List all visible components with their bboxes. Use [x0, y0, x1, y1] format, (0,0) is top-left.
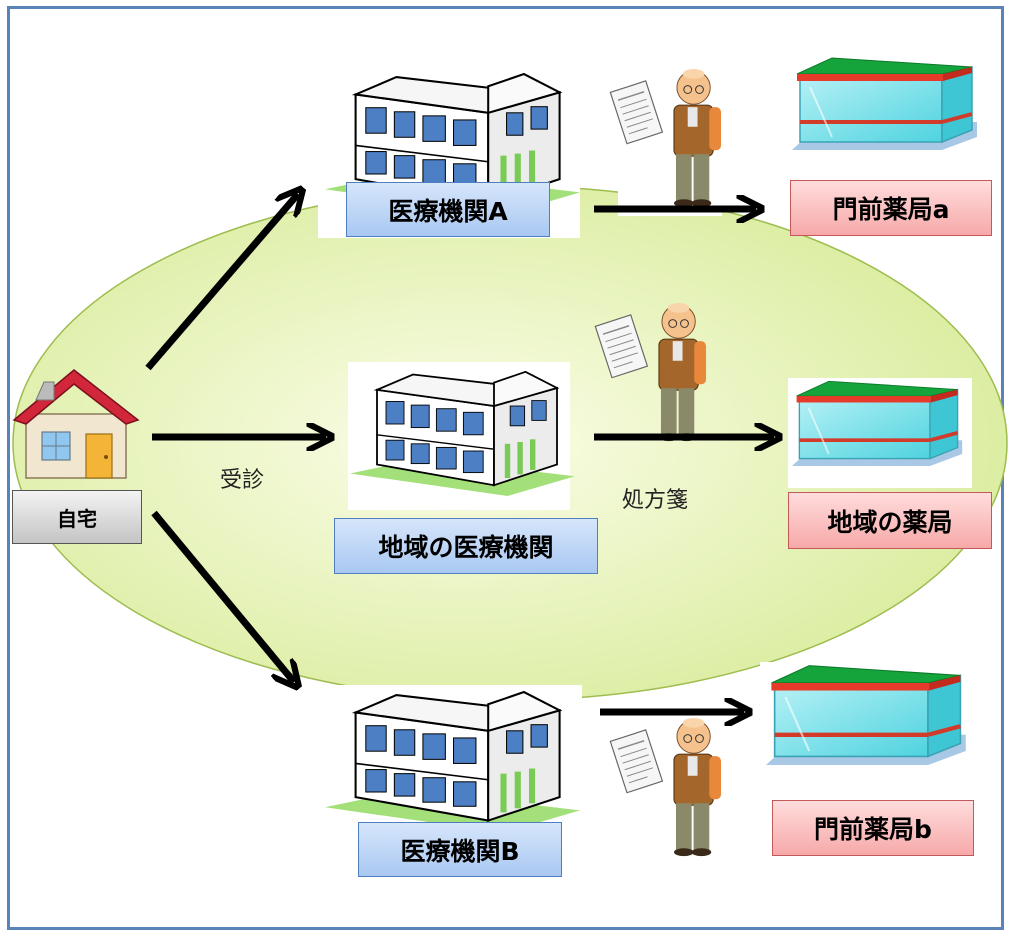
- pharmacy-a-label-text: 門前薬局a: [832, 195, 950, 224]
- hospital-b-label-text: 医療機関B: [400, 836, 520, 866]
- local-clinic-label: 地域の医療機関: [334, 518, 598, 574]
- hospital-a-label-text: 医療機関A: [388, 196, 508, 226]
- pharmacy-a-label: 門前薬局a: [790, 180, 992, 236]
- arrow-home-to-hospital-a: [145, 194, 298, 371]
- hospital-b-label: 医療機関B: [358, 822, 562, 877]
- hospital-a-label: 医療機関A: [346, 182, 550, 237]
- patient-with-prescription-icon: [609, 712, 722, 864]
- local-pharmacy-building-icon: [788, 378, 972, 488]
- arrow-home-to-hospital-b: [151, 510, 294, 682]
- local-pharmacy-label-text: 地域の薬局: [827, 507, 953, 537]
- local-clinic-label-text: 地域の医療機関: [378, 533, 554, 562]
- home-label: 自宅: [12, 490, 142, 544]
- local-clinic-building-icon: [348, 362, 576, 510]
- pharmacy-a-building-icon: [786, 55, 984, 175]
- home-label-text: 自宅: [57, 506, 97, 531]
- local-pharmacy-label: 地域の薬局: [788, 492, 992, 549]
- pharmacy-b-label-text: 門前薬局b: [814, 815, 932, 844]
- pharmacy-b-label: 門前薬局b: [772, 800, 974, 856]
- patient-with-prescription-icon: [609, 66, 722, 216]
- prescription-edge-label: 処方箋: [622, 488, 689, 513]
- visit-edge-label: 受診: [220, 468, 265, 493]
- home-house-icon: [12, 369, 140, 479]
- pharmacy-b-building-icon: [760, 662, 972, 792]
